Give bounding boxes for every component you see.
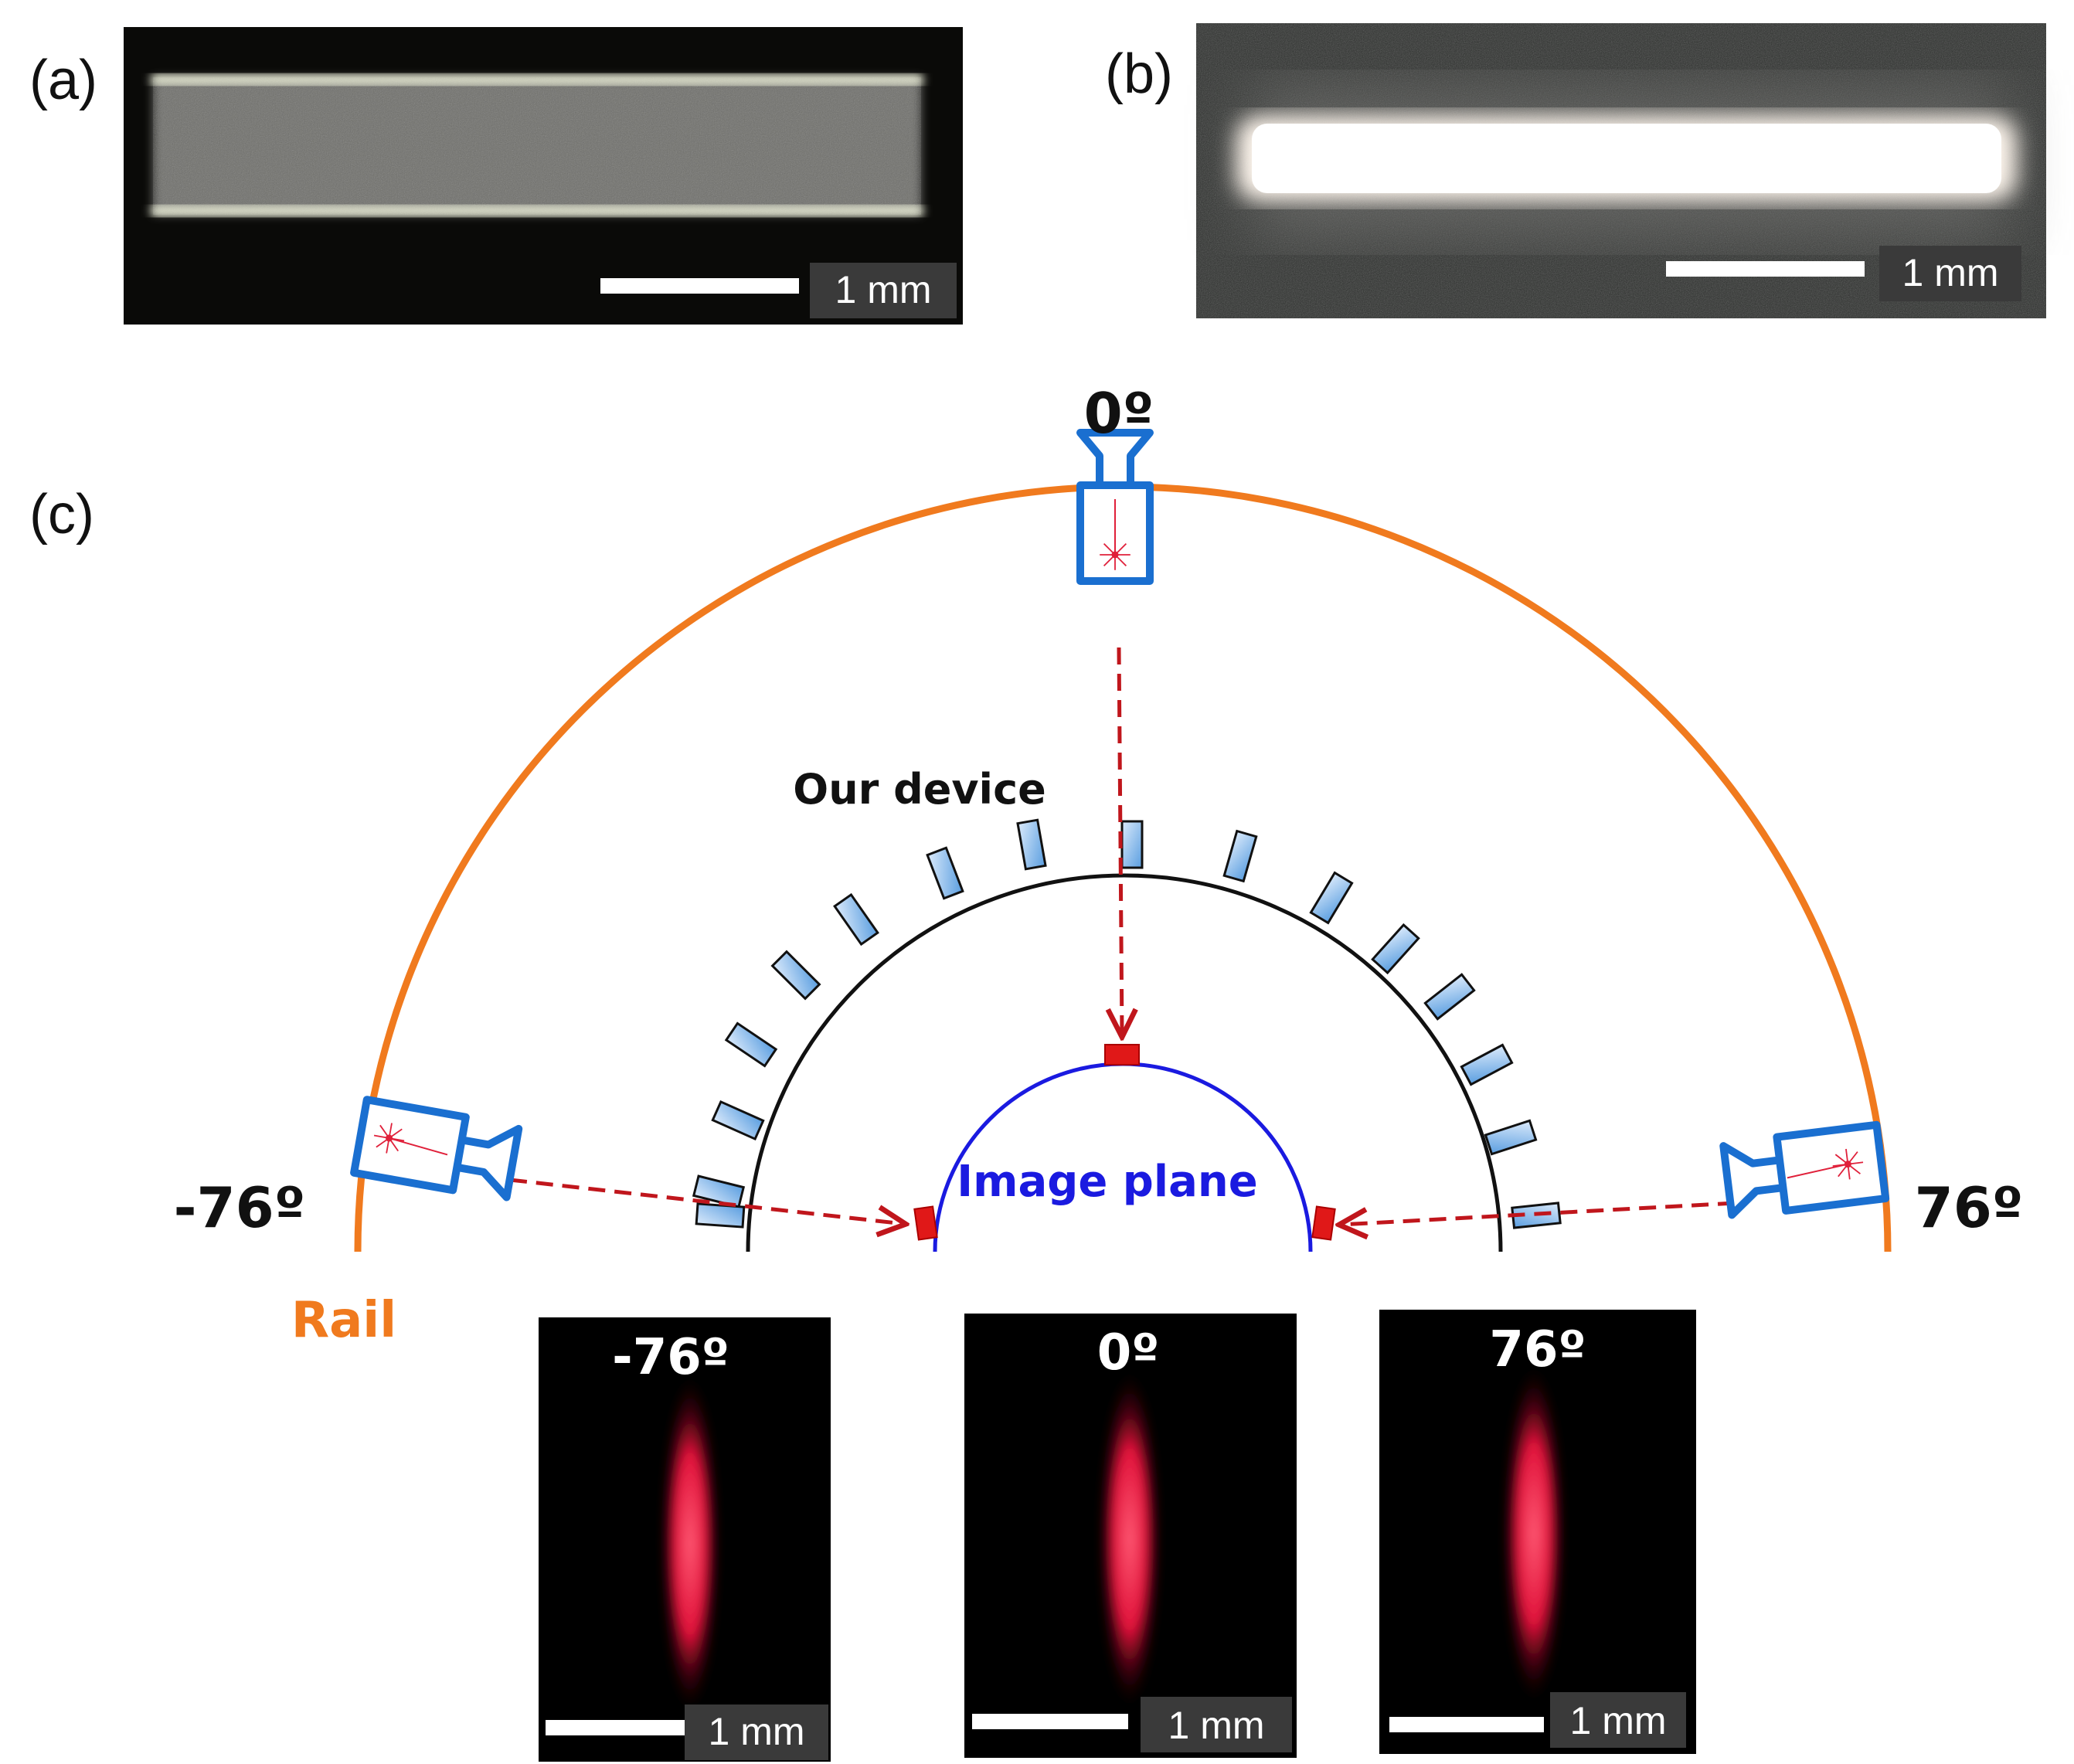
device-slat [1460, 1043, 1514, 1086]
device-arc [746, 873, 1503, 1252]
device-slat [724, 1021, 778, 1068]
laser-camera-icon [350, 1096, 523, 1201]
laser-camera-icon [1076, 429, 1154, 585]
panel-b-scale-label: 1 mm [1902, 251, 1999, 294]
thumbnail-center-angle: 0º [1097, 1324, 1160, 1382]
thumbnail-left: -76º 1 mm [539, 1317, 831, 1762]
panel-b-photo: 1 mm [1196, 23, 2046, 318]
angle-label-left: -76º [174, 1175, 306, 1240]
panel-a-photo: 1 mm [124, 27, 963, 325]
angle-label-top: 0º [1084, 381, 1154, 446]
rail-arc [354, 483, 1892, 1252]
laser-spot [1503, 1368, 1565, 1700]
sensor-marker-left [913, 1205, 938, 1241]
device-slat [1484, 1119, 1538, 1156]
panel-a-label: (a) [29, 49, 97, 111]
device-slat [1309, 871, 1354, 925]
thumbnail-center-scale-label: 1 mm [1168, 1704, 1265, 1747]
beam-right [1341, 1201, 1736, 1225]
thumbnail-right: 76º 1 mm [1379, 1310, 1696, 1754]
panel-a-scale-label: 1 mm [835, 268, 932, 311]
thumbnail-center: 0º 1 mm [964, 1314, 1297, 1758]
panel-a-scale-bar [600, 278, 799, 294]
device-slat [770, 950, 821, 1001]
sensor-marker-center [1104, 1044, 1140, 1066]
device-slat [692, 1174, 746, 1208]
thumbnail-right-angle: 76º [1489, 1321, 1586, 1378]
device-slat [926, 846, 964, 900]
device-slat [695, 1202, 746, 1229]
beam-left [509, 1178, 904, 1224]
sensor-marker-right [1311, 1205, 1336, 1241]
rail-label: Rail [291, 1292, 396, 1349]
device-slat [1016, 818, 1047, 871]
thumbnail-center-scale-bar [972, 1714, 1128, 1729]
beam-top [1119, 647, 1122, 1035]
thumbnail-left-scale-label: 1 mm [709, 1710, 805, 1753]
angle-label-right: 76º [1915, 1175, 2024, 1240]
device-slats [692, 818, 1562, 1229]
panel-b-scale-bar [1666, 261, 1865, 277]
device-label: Our device [793, 765, 1046, 814]
device-slat [1222, 829, 1258, 883]
device-slat [711, 1100, 765, 1141]
panel-c-label: (c) [29, 484, 94, 546]
thumbnail-left-scale-bar [546, 1720, 699, 1735]
device-slat [1371, 923, 1420, 975]
thumbnail-right-scale-label: 1 mm [1570, 1699, 1667, 1742]
panel-b-label: (b) [1105, 43, 1173, 105]
laser-spot [1099, 1373, 1161, 1705]
laser-spot [661, 1378, 719, 1710]
device-slat [1423, 973, 1476, 1021]
device-slat [833, 892, 879, 947]
image-plane-label: Image plane [957, 1157, 1257, 1207]
device-slat [1120, 820, 1144, 869]
thumbnail-right-scale-bar [1389, 1717, 1544, 1732]
laser-camera-icon [1719, 1120, 1890, 1219]
thumbnail-left-angle: -76º [612, 1329, 729, 1386]
